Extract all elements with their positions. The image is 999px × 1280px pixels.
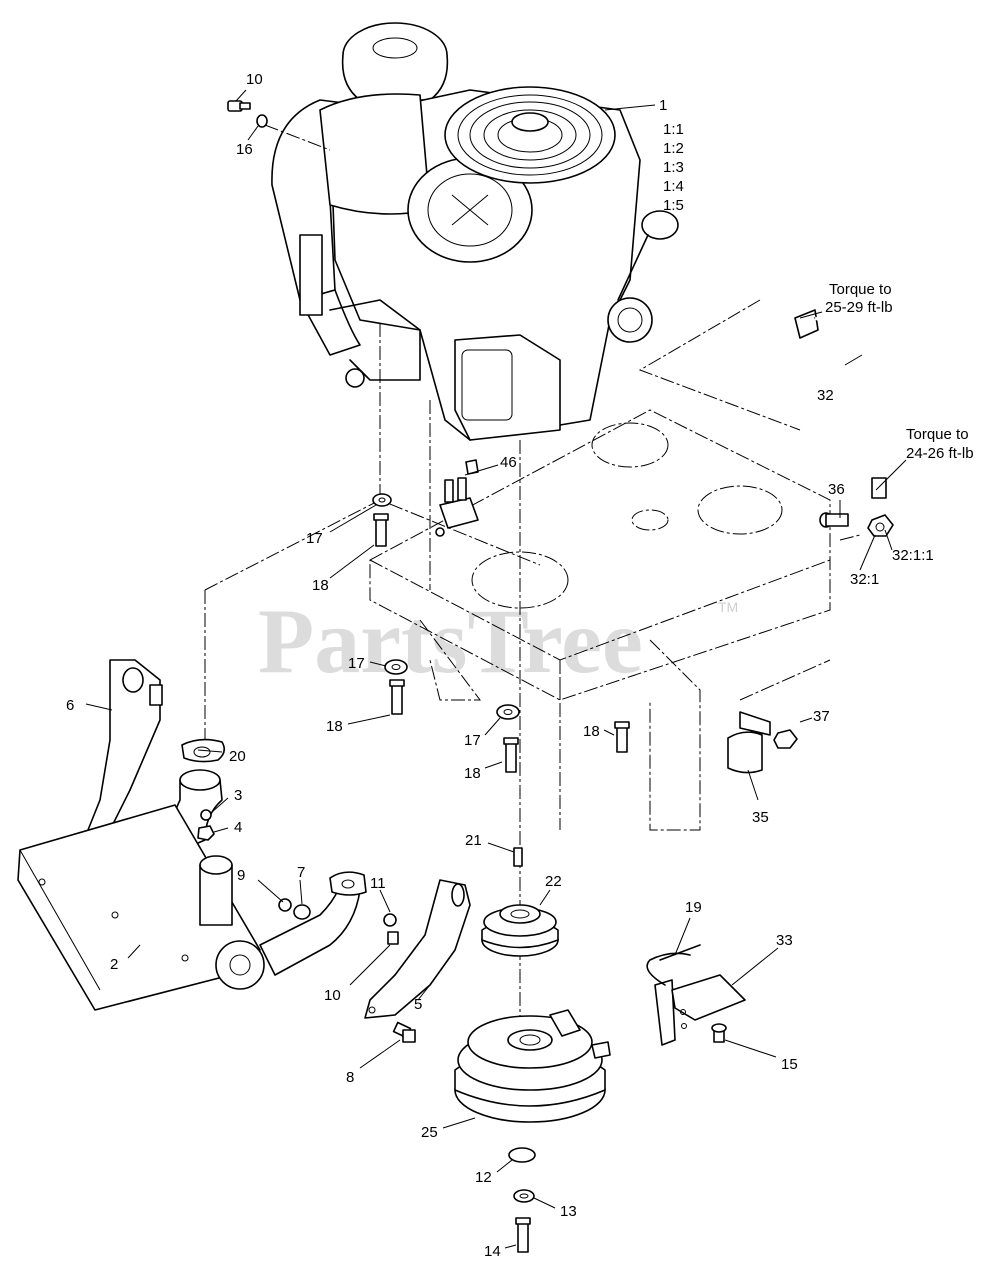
callout-17-lower[interactable]: 17 — [464, 732, 481, 749]
callout-18-lower[interactable]: 18 — [464, 765, 481, 782]
callout-16[interactable]: 16 — [236, 141, 253, 158]
watermark-tm: TM — [718, 599, 738, 615]
callout-labels: 1 1:1 1:2 1:3 1:4 1:5 10 16 Torque to 25… — [66, 71, 974, 1260]
pto-clutch-25[interactable] — [454, 1009, 611, 1123]
callout-21[interactable]: 21 — [465, 832, 482, 849]
muffler-assembly[interactable] — [17, 659, 367, 1011]
callout-36[interactable]: 36 — [828, 481, 845, 498]
torque-note-upper-line2: 25-29 ft-lb — [825, 299, 893, 316]
engine-deck-frame — [369, 409, 831, 831]
bracket-33[interactable] — [646, 944, 746, 1046]
callout-5[interactable]: 5 — [414, 996, 422, 1013]
callout-8[interactable]: 8 — [346, 1069, 354, 1086]
callout-33[interactable]: 33 — [776, 932, 793, 949]
torque-note-lower-line2: 24-26 ft-lb — [906, 445, 974, 462]
callout-37[interactable]: 37 — [813, 708, 830, 725]
callout-9[interactable]: 9 — [237, 867, 245, 884]
callout-4[interactable]: 4 — [234, 819, 242, 836]
engine-assembly[interactable] — [271, 22, 679, 441]
callout-1-1[interactable]: 1:1 — [663, 121, 684, 138]
callout-1-4[interactable]: 1:4 — [663, 178, 684, 195]
torque-note-lower-line1: Torque to — [906, 426, 969, 443]
key-21[interactable] — [513, 847, 523, 867]
bolt-36[interactable] — [819, 512, 849, 528]
watermark-text: PartsTree — [258, 590, 643, 692]
callout-1-2[interactable]: 1:2 — [663, 140, 684, 157]
alignment-lines — [204, 299, 861, 1090]
callout-11[interactable]: 11 — [370, 875, 386, 892]
callout-35[interactable]: 35 — [752, 809, 769, 826]
callout-32-1[interactable]: 32:1 — [850, 571, 879, 588]
callout-17-upper[interactable]: 17 — [306, 530, 323, 547]
callout-1-3[interactable]: 1:3 — [663, 159, 684, 176]
bolt-10-washer-16[interactable] — [227, 100, 331, 151]
callout-18-middle[interactable]: 18 — [326, 718, 343, 735]
mounting-hardware[interactable] — [372, 493, 630, 773]
callout-22[interactable]: 22 — [545, 873, 562, 890]
pulley-22[interactable] — [481, 904, 559, 957]
callout-18-right[interactable]: 18 — [583, 723, 600, 740]
callout-10-lower[interactable]: 10 — [324, 987, 341, 1004]
fuel-hose[interactable] — [794, 309, 894, 537]
callout-1[interactable]: 1 — [659, 97, 667, 114]
leader-lines — [85, 89, 907, 1249]
callout-32[interactable]: 32 — [817, 387, 834, 404]
callout-18-upper[interactable]: 18 — [312, 577, 329, 594]
callout-12[interactable]: 12 — [475, 1169, 492, 1186]
callout-14[interactable]: 14 — [484, 1243, 501, 1260]
muffler-bracket-5[interactable] — [364, 879, 471, 1043]
callout-2[interactable]: 2 — [110, 956, 118, 973]
callout-7[interactable]: 7 — [297, 864, 305, 881]
callout-3[interactable]: 3 — [234, 787, 242, 804]
callout-19[interactable]: 19 — [685, 899, 702, 916]
callout-20[interactable]: 20 — [229, 748, 246, 765]
clamp-35[interactable] — [727, 711, 798, 774]
callout-10-upper[interactable]: 10 — [246, 71, 263, 88]
callout-46[interactable]: 46 — [500, 454, 517, 471]
torque-note-upper-line1: Torque to — [829, 281, 892, 298]
callout-15[interactable]: 15 — [781, 1056, 798, 1073]
callout-1-5[interactable]: 1:5 — [663, 197, 684, 214]
callout-6[interactable]: 6 — [66, 697, 74, 714]
callout-13[interactable]: 13 — [560, 1203, 577, 1220]
callout-17-middle[interactable]: 17 — [348, 655, 365, 672]
clutch-hardware[interactable] — [508, 1147, 536, 1253]
watermark: PartsTree TM — [258, 590, 738, 692]
callout-32-1-1[interactable]: 32:1:1 — [892, 547, 934, 564]
callout-25[interactable]: 25 — [421, 1124, 438, 1141]
starter-solenoid[interactable] — [435, 459, 479, 537]
